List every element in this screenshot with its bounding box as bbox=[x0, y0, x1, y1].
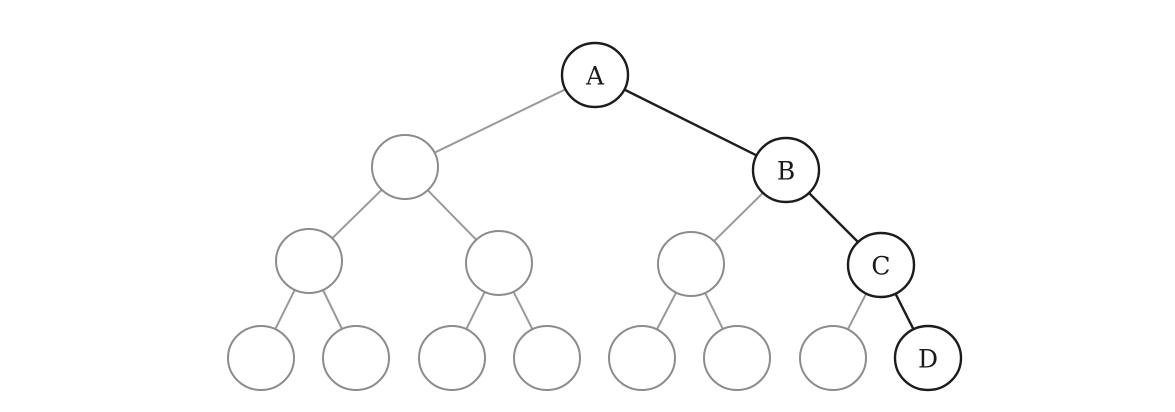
tree-edge-n2-n5 bbox=[426, 189, 478, 241]
tree-node-a: A bbox=[560, 41, 630, 109]
tree-node-circle bbox=[799, 325, 867, 391]
tree-node-label: C bbox=[871, 252, 890, 281]
tree-edge-n1-n2 bbox=[434, 88, 566, 154]
tree-node-circle bbox=[275, 228, 343, 294]
tree-edge-n3-n7-highlighted bbox=[808, 192, 859, 243]
tree-node-n5 bbox=[465, 230, 533, 296]
tree-edge-n3-n6 bbox=[713, 192, 764, 242]
tree-node-n14 bbox=[799, 325, 867, 391]
tree-node-circle bbox=[227, 325, 295, 391]
tree-nodes: A B C D bbox=[227, 41, 963, 392]
tree-node-n12 bbox=[608, 325, 676, 391]
tree-node-b: B bbox=[751, 136, 821, 204]
tree-node-circle bbox=[465, 230, 533, 296]
tree-node-label: A bbox=[585, 62, 605, 91]
tree-node-circle bbox=[371, 134, 439, 200]
tree-node-d: D bbox=[893, 324, 963, 392]
tree-node-circle bbox=[657, 231, 725, 297]
tree-edge-n4-n8 bbox=[274, 289, 296, 330]
tree-edge-n6-n12 bbox=[656, 292, 677, 330]
tree-edge-n4-n9 bbox=[322, 289, 343, 330]
tree-node-n10 bbox=[418, 325, 486, 391]
tree-node-circle bbox=[893, 324, 963, 392]
tree-node-n8 bbox=[227, 325, 295, 391]
tree-edge-n5-n10 bbox=[465, 291, 486, 330]
tree-node-label: B bbox=[777, 157, 795, 186]
tree-node-circle bbox=[322, 325, 390, 391]
tree-node-circle bbox=[846, 231, 916, 299]
tree-node-c: C bbox=[846, 231, 916, 299]
tree-node-n11 bbox=[513, 325, 581, 391]
tree-node-n13 bbox=[703, 325, 771, 391]
tree-node-circle bbox=[703, 325, 771, 391]
tree-edge-n2-n4 bbox=[331, 188, 383, 240]
tree-edge-n7-n15-highlighted bbox=[894, 293, 915, 330]
tree-node-circle bbox=[418, 325, 486, 391]
tree-node-label: D bbox=[918, 345, 938, 374]
tree-node-circle bbox=[608, 325, 676, 391]
tree-node-n9 bbox=[322, 325, 390, 391]
tree-node-circle bbox=[513, 325, 581, 391]
tree-node-circle bbox=[751, 136, 821, 204]
tree-node-n6 bbox=[657, 231, 725, 297]
tree-node-n4 bbox=[275, 228, 343, 294]
tree-edges bbox=[274, 88, 915, 330]
tree-edge-n6-n13 bbox=[704, 292, 724, 330]
tree-edge-n5-n11 bbox=[512, 291, 534, 330]
tree-edge-n1-n3-highlighted bbox=[623, 88, 758, 157]
tree-node-n2 bbox=[371, 134, 439, 200]
tree-node-circle bbox=[560, 41, 630, 109]
tree-edge-n7-n14 bbox=[846, 293, 868, 330]
